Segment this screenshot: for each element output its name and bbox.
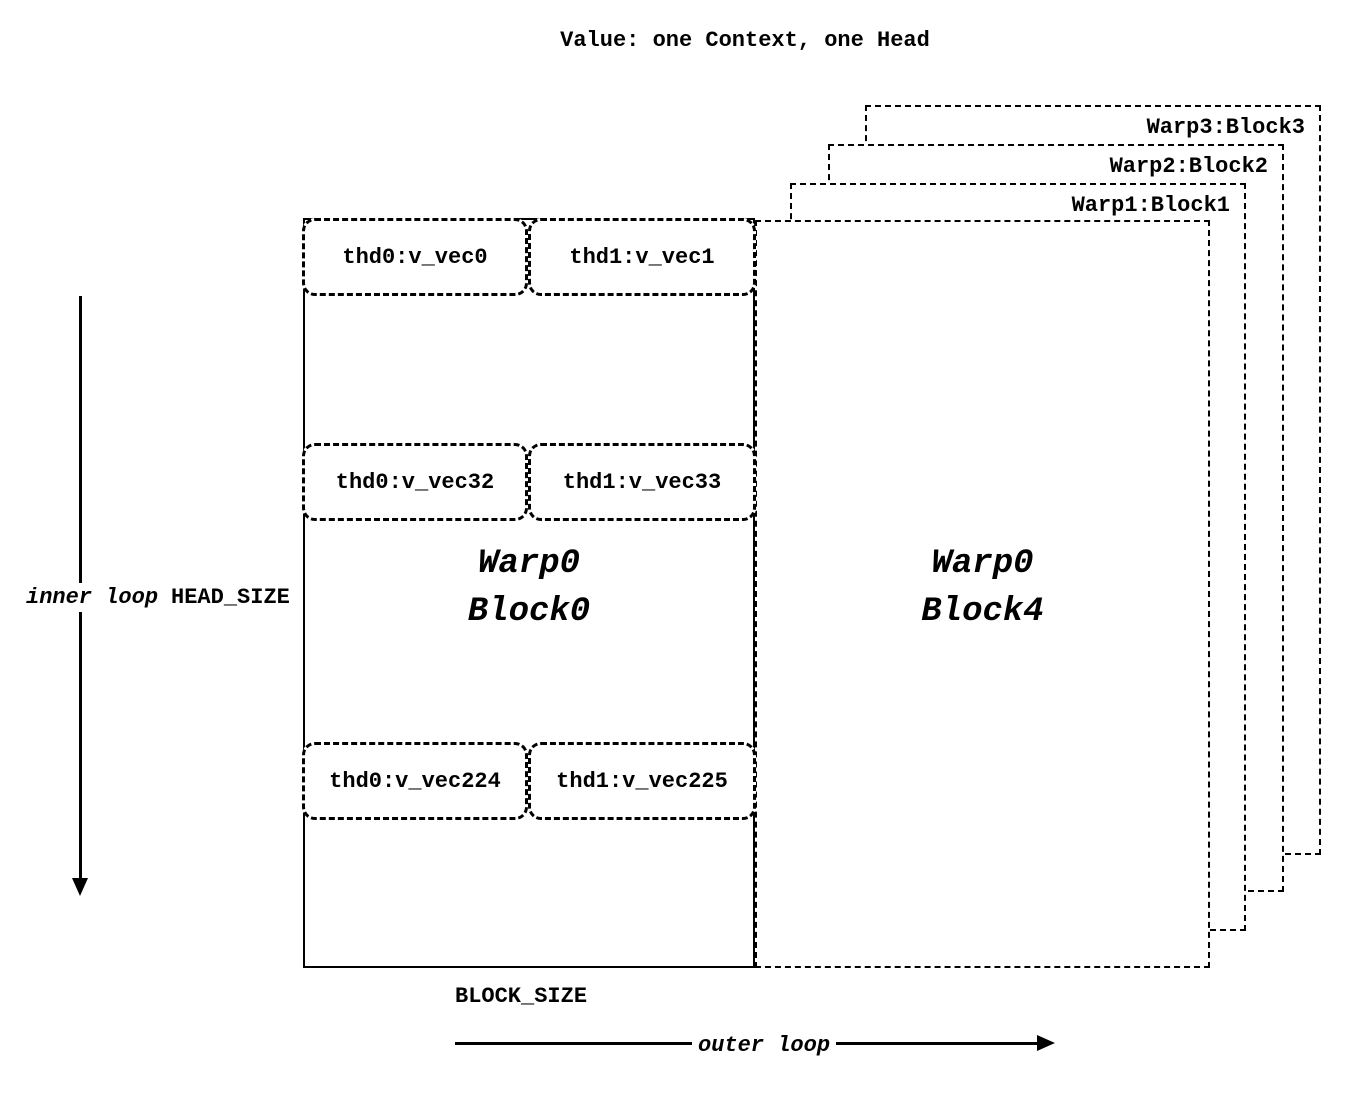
value-cell: thd0:v_vec32 <box>302 443 528 521</box>
main-block-warp0-block0 <box>303 218 755 968</box>
stacked-block-label: Warp2:Block2 <box>1109 154 1268 179</box>
diagram-title: Value: one Context, one Head <box>560 28 930 53</box>
outer-loop-arrowhead-icon <box>1037 1035 1055 1051</box>
front-block-warp0-block4 <box>755 220 1210 968</box>
front-block-title-line2: Block4 <box>921 593 1044 631</box>
inner-loop-label: inner loop HEAD_SIZE <box>22 583 294 612</box>
head-size-text: HEAD_SIZE <box>171 585 290 610</box>
value-cell: thd0:v_vec0 <box>302 218 528 296</box>
outer-loop-label: outer loop <box>692 1031 837 1060</box>
value-cell-label: thd0:v_vec32 <box>335 469 495 495</box>
inner-loop-arrowhead-icon <box>72 878 88 896</box>
value-cell: thd1:v_vec33 <box>528 443 756 521</box>
main-block-title: Warp0 Block0 <box>303 540 755 636</box>
stacked-block-label: Warp1:Block1 <box>1071 193 1230 218</box>
inner-loop-text: inner loop <box>26 585 159 610</box>
main-block-title-line1: Warp0 <box>477 545 581 583</box>
value-cell: thd1:v_vec225 <box>528 742 756 820</box>
value-cell-label: thd1:v_vec225 <box>556 768 728 794</box>
value-cell-label: thd1:v_vec33 <box>562 469 722 495</box>
value-cell-label: thd0:v_vec0 <box>342 244 488 270</box>
block-size-label: BLOCK_SIZE <box>455 984 588 1009</box>
value-cell-label: thd1:v_vec1 <box>569 244 715 270</box>
stacked-block-label: Warp3:Block3 <box>1146 115 1305 140</box>
value-cell: thd0:v_vec224 <box>302 742 528 820</box>
value-cell: thd1:v_vec1 <box>528 218 756 296</box>
value-cell-label: thd0:v_vec224 <box>329 768 501 794</box>
front-block-title-line1: Warp0 <box>931 545 1034 583</box>
front-block-title: Warp0 Block4 <box>755 540 1210 636</box>
main-block-title-line2: Block0 <box>467 593 591 631</box>
